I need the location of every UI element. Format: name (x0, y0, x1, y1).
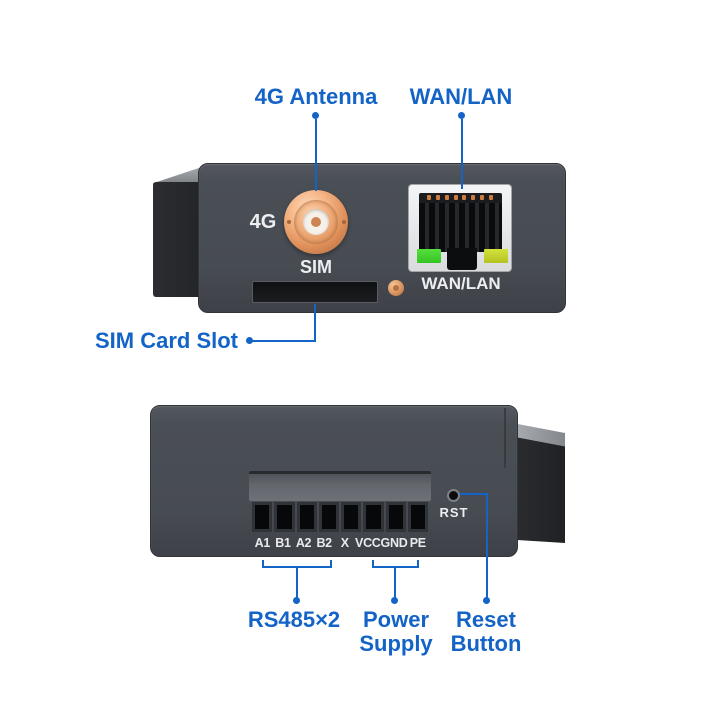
callout-sim-card-slot: SIM Card Slot (94, 328, 238, 353)
link-led-green (417, 249, 441, 263)
callout-reset-line2: Button (450, 631, 522, 656)
callout-power-line2: Supply (359, 631, 433, 656)
terminal-block-housing (249, 471, 431, 501)
terminal-pin-label: A2 (295, 536, 312, 550)
terminal-hole (252, 502, 273, 532)
panel-screw (388, 280, 404, 296)
antenna-port-label: 4G (249, 211, 277, 233)
rj45-pin (488, 195, 493, 200)
terminal-pin-label: B1 (275, 536, 291, 550)
rj45-pin (462, 195, 467, 200)
sma-notch-right (342, 220, 346, 224)
rj45-clip-tab (447, 248, 477, 270)
leader-dot-reset (483, 597, 490, 604)
terminal-hole (407, 502, 428, 532)
leader-dot-wanlan (458, 112, 465, 119)
rj45-ethernet-port (419, 193, 502, 252)
rj45-pin (444, 195, 449, 200)
activity-led-yellow (484, 249, 508, 263)
leader-line-sim-horizontal (252, 340, 316, 342)
panel-seam (504, 408, 506, 468)
terminal-pin-label: A1 (254, 536, 271, 550)
callout-wan-lan: WAN/LAN (409, 84, 513, 109)
terminal-hole (341, 502, 362, 532)
terminal-pin-label: GND (380, 536, 408, 550)
leader-line-reset-horizontal (460, 493, 488, 495)
leader-line-reset-vertical (486, 493, 488, 600)
din-block-left (153, 182, 203, 297)
leader-line-sim-vertical (314, 304, 316, 341)
rj45-pin (480, 195, 485, 200)
callout-power-line1: Power (362, 607, 430, 632)
leader-line-antenna (315, 119, 317, 191)
sim-slot-label: SIM (299, 257, 332, 277)
ethernet-port-label: WAN/LAN (421, 274, 501, 293)
bracket-rs485-tick-left (262, 560, 264, 568)
bracket-power-tick-left (372, 560, 374, 568)
rj45-pin (453, 195, 458, 200)
sma-antenna-connector (284, 190, 348, 254)
terminal-pin-label: VCC (355, 536, 381, 550)
leader-dot-power (391, 597, 398, 604)
rj45-pin (427, 195, 431, 200)
terminal-hole (385, 502, 406, 532)
leader-dot-antenna (312, 112, 319, 119)
rj45-pin (435, 195, 440, 200)
callout-4g-antenna: 4G Antenna (254, 84, 378, 109)
leader-dot-sim (246, 337, 253, 344)
panel-screw-center (393, 285, 399, 291)
terminal-hole (363, 502, 384, 532)
bracket-rs485-tick-right (330, 560, 332, 568)
callout-reset-button: Reset Button (406, 608, 566, 656)
reset-button-label: RST (439, 505, 469, 520)
terminal-hole (318, 502, 339, 532)
bracket-power-tick-right (417, 560, 419, 568)
antenna-block-right (515, 437, 565, 543)
leader-dot-rs485 (293, 597, 300, 604)
terminal-hole (296, 502, 317, 532)
sma-center-pin (311, 217, 321, 227)
terminal-pin-label: X (340, 536, 349, 550)
leader-line-rs485 (296, 566, 298, 600)
rj45-contact-channels (419, 203, 502, 252)
rj45-pin (471, 195, 476, 200)
rj45-gold-pins (427, 195, 493, 200)
callout-power-supply: Power Supply (316, 608, 476, 656)
leader-line-power (394, 566, 396, 600)
reset-button (447, 489, 460, 502)
sim-card-slot (252, 281, 378, 303)
callout-reset-line1: Reset (456, 607, 516, 632)
terminal-block-holes (252, 502, 428, 532)
sma-notch-left (287, 220, 291, 224)
callout-rs485: RS485×2 (247, 607, 341, 632)
terminal-hole (274, 502, 295, 532)
terminal-pin-label: B2 (316, 536, 332, 550)
terminal-pin-label: PE (409, 536, 426, 550)
leader-line-wanlan (461, 119, 463, 189)
